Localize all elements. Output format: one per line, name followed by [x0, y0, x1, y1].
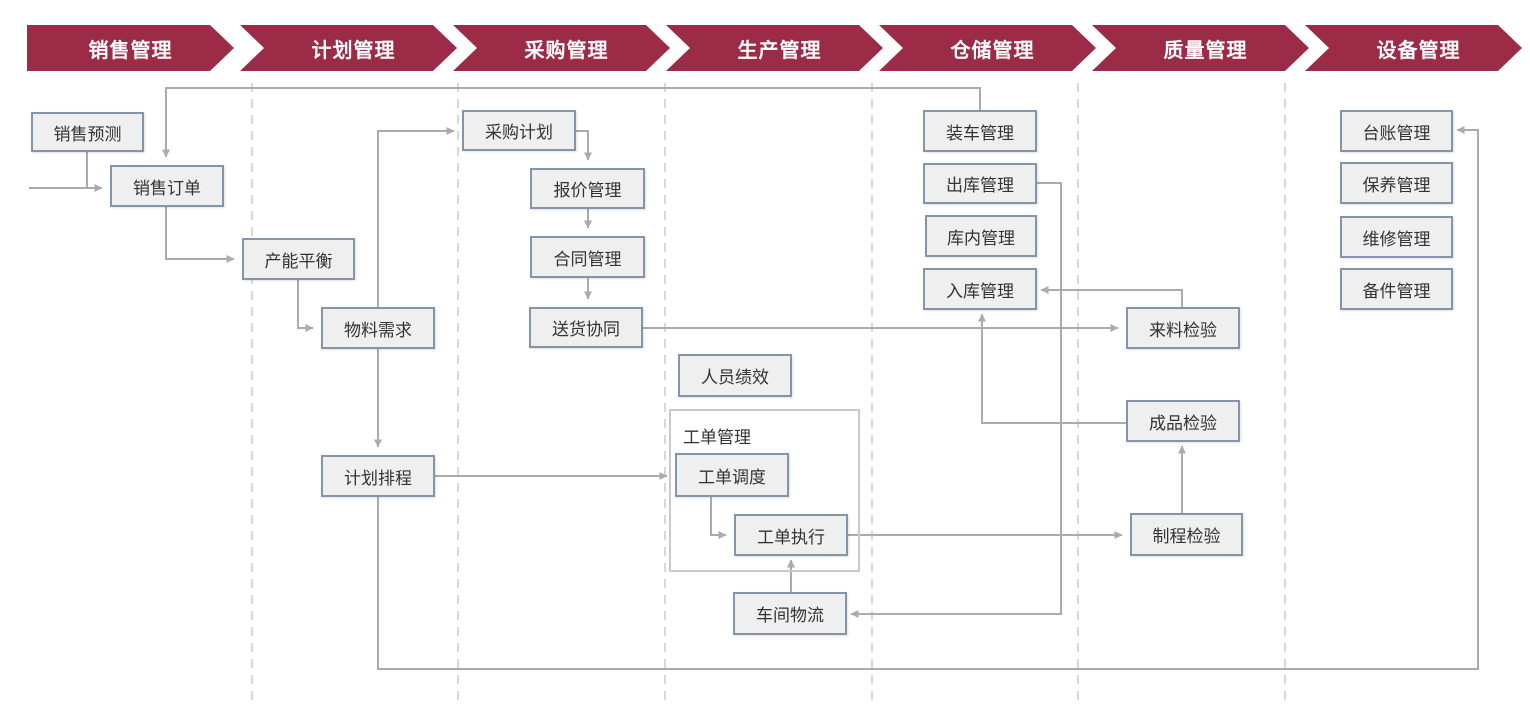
node-maintenance-management: 保养管理	[1340, 162, 1453, 204]
stage-planning: 计划管理	[240, 25, 457, 71]
node-purchase-plan: 采购计划	[462, 110, 576, 151]
edge-wo-dispatch-to-wo-execution	[710, 497, 727, 539]
stage-sales: 销售管理	[27, 25, 234, 71]
node-work-order-execution: 工单执行	[734, 514, 848, 556]
edge-loading-to-sales-order	[162, 87, 981, 158]
stage-purchasing: 采购管理	[453, 25, 670, 71]
stage-warehouse: 仓储管理	[879, 25, 1096, 71]
node-warehouse-internal: 库内管理	[925, 215, 1037, 257]
node-inbound-management: 入库管理	[923, 268, 1037, 310]
node-capacity-balance: 产能平衡	[242, 238, 355, 280]
node-contract-management: 合同管理	[530, 236, 645, 278]
work-order-group: 工单管理	[669, 409, 860, 572]
node-workshop-logistics: 车间物流	[733, 592, 847, 635]
edge-incoming-inspection-to-inbound	[1040, 286, 1183, 307]
node-finished-inspection: 成品检验	[1126, 400, 1240, 442]
edges	[29, 87, 1479, 670]
node-outbound-management: 出库管理	[923, 163, 1037, 204]
stage-label: 设备管理	[1376, 39, 1461, 62]
work-order-group-label: 工单管理	[683, 428, 751, 447]
node-sales-order: 销售订单	[110, 165, 224, 207]
node-quote-management: 报价管理	[530, 168, 645, 209]
column-dividers	[251, 83, 1286, 700]
node-loading-management: 装车管理	[923, 110, 1037, 152]
edge-material-to-purchase-plan	[377, 127, 455, 307]
node-plan-scheduling: 计划排程	[321, 455, 435, 497]
edge-capacity-to-material	[297, 280, 314, 332]
node-incoming-inspection: 来料检验	[1126, 307, 1240, 349]
node-ledger-management: 台账管理	[1340, 110, 1453, 152]
stage-label: 质量管理	[1163, 39, 1248, 62]
stage-label: 计划管理	[311, 39, 396, 62]
stage-label: 销售管理	[88, 39, 173, 62]
stage-quality: 质量管理	[1092, 25, 1309, 71]
edge-scheduling-to-ledger	[377, 126, 1479, 670]
edge-finished-inspection-to-inbound	[978, 313, 1126, 424]
node-material-requirements: 物料需求	[321, 307, 435, 349]
node-delivery-collaboration: 送货协同	[529, 307, 643, 348]
stage-label: 生产管理	[737, 39, 822, 62]
stage-label: 仓储管理	[950, 39, 1035, 62]
edge-sales-order-to-capacity	[165, 207, 235, 263]
node-process-inspection: 制程检验	[1130, 513, 1243, 556]
stage-label: 采购管理	[524, 39, 609, 62]
node-sales-forecast: 销售预测	[31, 112, 144, 152]
edge-purchase-plan-to-quote	[576, 130, 592, 161]
edge-outbound-to-workshop-logistics	[850, 182, 1062, 618]
node-spare-parts-management: 备件管理	[1340, 268, 1453, 310]
stage-production: 生产管理	[666, 25, 883, 71]
node-personnel-performance: 人员绩效	[678, 354, 792, 397]
node-repair-management: 维修管理	[1340, 216, 1453, 258]
node-work-order-dispatch: 工单调度	[675, 453, 789, 497]
stage-equipment: 设备管理	[1305, 25, 1522, 71]
